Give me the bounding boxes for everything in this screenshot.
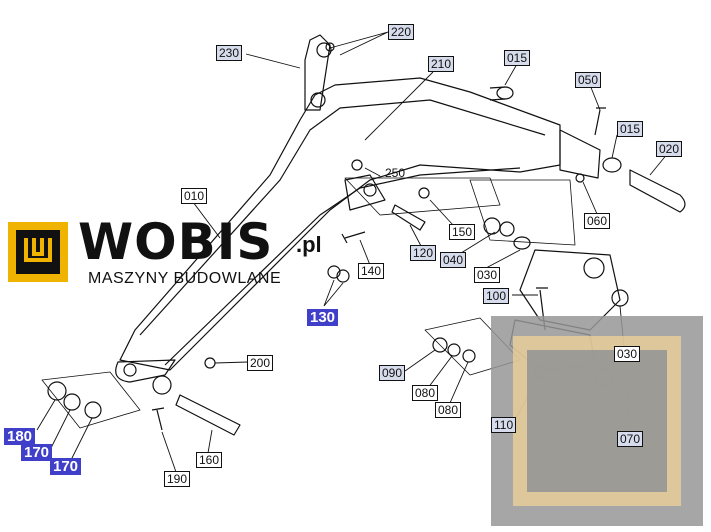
part-label-150[interactable]: 150 — [449, 224, 476, 240]
part-label-190[interactable]: 190 — [164, 471, 191, 487]
boom-foot-bracket — [559, 129, 601, 179]
brand-tagline: MASZYNY BUDOWLANE — [88, 270, 282, 287]
washer-130a — [327, 265, 341, 279]
washer-170a — [63, 393, 81, 411]
part-label-015-top[interactable]: 015 — [504, 50, 531, 66]
group-plate-top — [469, 179, 576, 246]
boom-head-hole — [123, 363, 137, 377]
part-label-140[interactable]: 140 — [358, 263, 385, 279]
bush-015b — [602, 157, 622, 173]
bush-015a — [496, 86, 514, 100]
pin-220-a — [316, 42, 332, 58]
pin-160 — [175, 394, 241, 436]
brand-name: WOBIS — [78, 213, 274, 271]
bolt-140 — [341, 231, 366, 244]
part-label-110[interactable]: 110 — [491, 417, 517, 433]
part-label-070[interactable]: 070 — [617, 431, 644, 447]
part-label-180[interactable]: 180 — [4, 428, 36, 445]
washer-130b — [336, 269, 350, 283]
part-label-250[interactable]: 250 — [385, 166, 406, 180]
part-label-080-left[interactable]: 080 — [412, 385, 439, 401]
part-label-080-right[interactable]: 080 — [435, 402, 462, 418]
part-label-210[interactable]: 210 — [428, 56, 455, 72]
part-label-100[interactable]: 100 — [483, 288, 510, 304]
washer-150 — [418, 187, 430, 199]
bolt-190 — [151, 407, 165, 431]
washer-080b — [462, 349, 476, 363]
part-label-170-top[interactable]: 170 — [21, 444, 53, 461]
part-label-010[interactable]: 010 — [181, 188, 208, 204]
part-label-030-right[interactable]: 030 — [614, 346, 641, 362]
brand-domain-suffix: .pl — [296, 232, 322, 257]
boom-arm-lower-edge — [164, 167, 521, 366]
part-label-170-bottom[interactable]: 170 — [50, 458, 82, 475]
mid-hole — [363, 183, 377, 197]
boom-arm-inner-line — [139, 99, 546, 336]
washer-080a — [447, 343, 461, 357]
part-label-230[interactable]: 230 — [216, 45, 243, 61]
boss-lower — [152, 375, 172, 395]
washer-090 — [432, 337, 448, 353]
washer-170b — [84, 401, 102, 419]
bracket-ring — [583, 257, 605, 279]
pin-020 — [629, 169, 686, 213]
part-label-120[interactable]: 120 — [410, 245, 437, 261]
bolt-050 — [594, 107, 606, 136]
part-label-160[interactable]: 160 — [196, 452, 223, 468]
washer-180 — [47, 381, 67, 401]
group-plate-left — [41, 371, 141, 429]
part-label-090[interactable]: 090 — [379, 365, 406, 381]
watermark-logo — [491, 316, 703, 526]
part-label-130[interactable]: 130 — [307, 309, 339, 326]
washer-040 — [483, 217, 501, 235]
group-plate-mid — [344, 177, 501, 216]
bracket-hole — [310, 92, 326, 108]
part-label-015-right[interactable]: 015 — [617, 121, 644, 137]
boom-arm-outline — [119, 77, 561, 371]
pin-120 — [391, 204, 426, 231]
part-label-040[interactable]: 040 — [440, 252, 467, 268]
wobis-logo-mark — [8, 222, 68, 282]
part-label-020[interactable]: 020 — [656, 141, 683, 157]
part-label-030-mid[interactable]: 030 — [474, 267, 501, 283]
part-label-050[interactable]: 050 — [575, 72, 602, 88]
bush-030 — [513, 236, 531, 250]
part-label-060[interactable]: 060 — [584, 213, 611, 229]
mid-bracket — [344, 174, 386, 211]
part-label-220[interactable]: 220 — [388, 24, 415, 40]
logo-u-icon — [24, 238, 52, 262]
washer-040b — [499, 221, 515, 237]
top-bracket — [304, 34, 331, 111]
part-label-200[interactable]: 200 — [247, 355, 274, 371]
nut-250 — [351, 159, 363, 171]
nut-200 — [204, 357, 216, 369]
